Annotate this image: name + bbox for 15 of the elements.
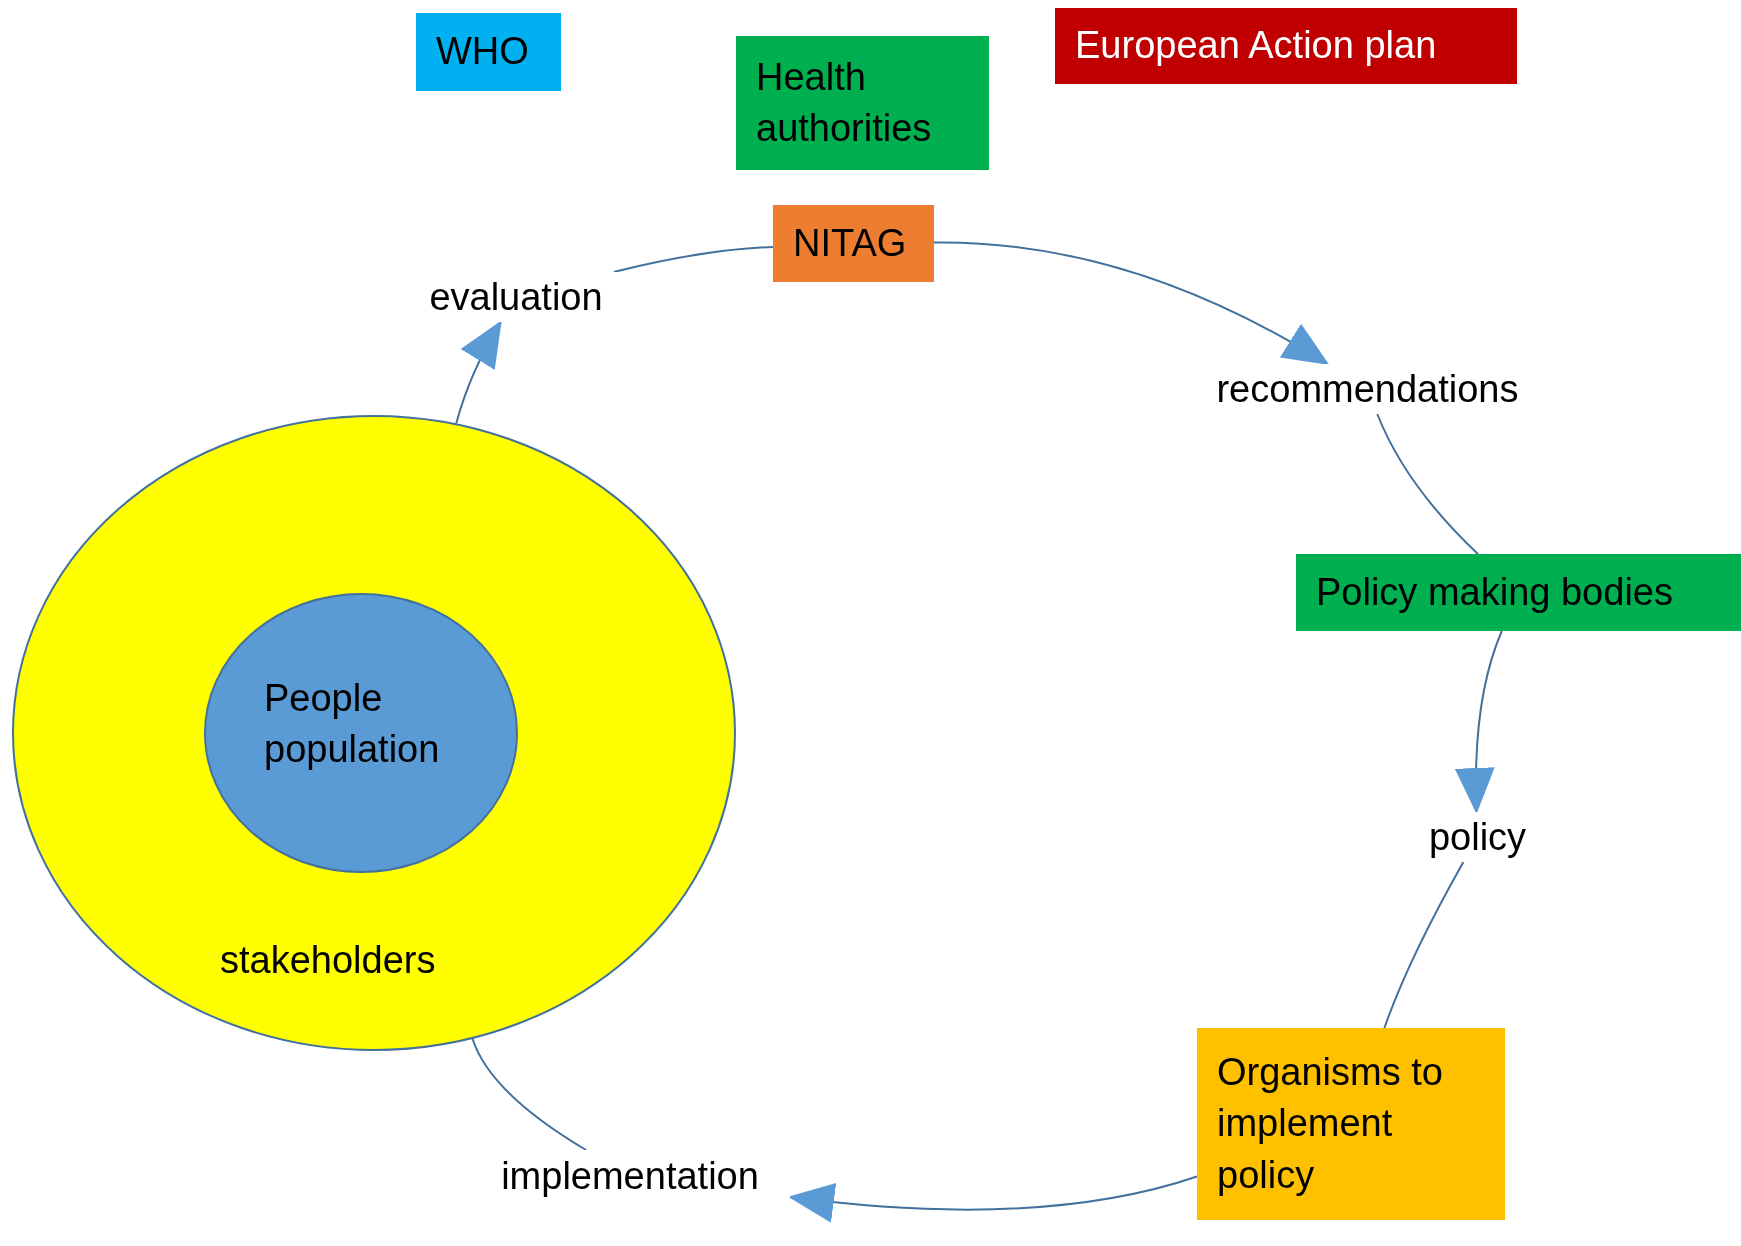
connector-line <box>471 1038 588 1151</box>
organization-box: NITAG <box>773 205 934 282</box>
connector-line <box>612 245 774 273</box>
plan-box: European Action plan <box>1055 8 1517 84</box>
arrow <box>933 241 1330 366</box>
organization-box: Health authorities <box>736 36 989 170</box>
arrow <box>1455 630 1503 814</box>
ellipse-label: stakeholders <box>220 938 437 983</box>
arrow <box>455 320 502 425</box>
connector-line <box>1383 861 1465 1029</box>
organization-box: Organisms to implement policy <box>1197 1028 1505 1220</box>
organization-box: WHO <box>416 13 561 91</box>
connector-line <box>1376 413 1479 555</box>
organization-box: Policy making bodies <box>1296 554 1741 631</box>
ellipse-label: People population <box>264 676 441 773</box>
